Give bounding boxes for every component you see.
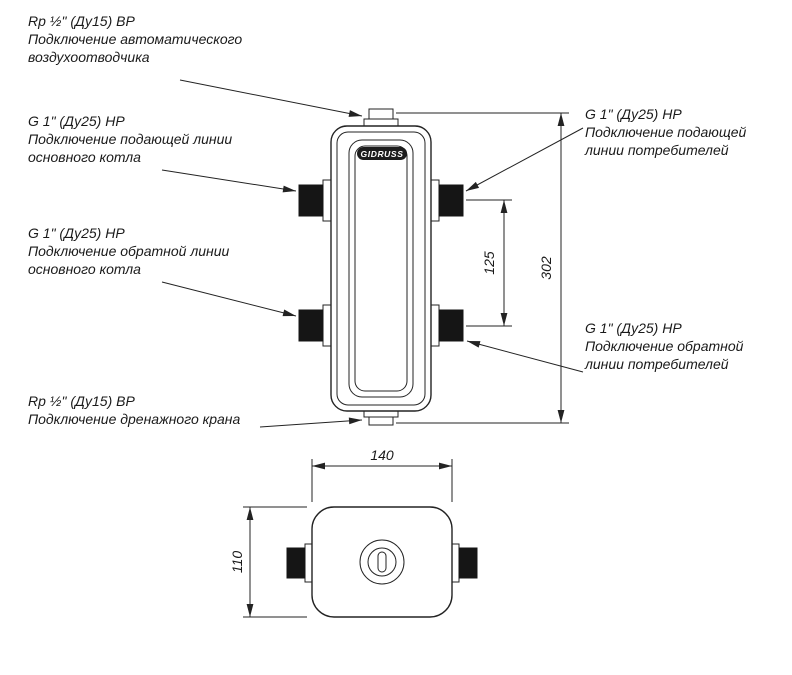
brand-badge <box>357 147 407 160</box>
label-air-vent-desc2: воздухоотводчика <box>28 49 150 65</box>
dimension-overall-width: 140 <box>311 447 453 502</box>
label-consumer-return-desc1: Подключение обратной <box>585 338 744 354</box>
leader-boiler-supply <box>161 169 297 193</box>
leader-air-vent <box>179 79 363 117</box>
dimension-value-overall-width: 140 <box>370 447 394 463</box>
leader-consumer-supply <box>465 127 584 192</box>
port-boiler-supply <box>298 184 324 217</box>
label-air-vent-desc1: Подключение автоматического <box>28 31 242 47</box>
dimension-overall-height: 302 <box>396 112 569 424</box>
leader-consumer-return <box>466 340 584 373</box>
separator-face-panel-inner <box>354 145 408 392</box>
center-port-slot <box>377 551 387 573</box>
dimension-value-overall-height: 302 <box>538 256 554 280</box>
label-boiler-return-size: G 1" (Ду25) НР <box>28 225 125 241</box>
annotation-labels: Rp ½" (Ду15) ВР Подключение автоматическ… <box>28 13 747 427</box>
dimension-value-port-spacing: 125 <box>481 251 497 275</box>
leader-boiler-return <box>161 281 297 317</box>
leader-drain <box>259 417 363 428</box>
port-consumer-supply <box>438 184 464 217</box>
dimension-port-spacing: 125 <box>466 199 512 327</box>
label-drain-size: Rp ½" (Ду15) ВР <box>28 393 135 409</box>
air-vent-stub-collar <box>363 118 399 127</box>
label-boiler-supply-size: G 1" (Ду25) НР <box>28 113 125 129</box>
dimension-overall-depth: 110 <box>229 506 307 618</box>
label-drain-desc: Подключение дренажного крана <box>28 411 241 427</box>
label-consumer-return-desc2: линии потребителей <box>584 356 729 372</box>
front-view: GIDRUSS <box>298 108 464 426</box>
dimension-value-overall-depth: 110 <box>229 551 245 574</box>
label-consumer-supply-desc1: Подключение подающей <box>585 124 747 140</box>
port-consumer-return <box>438 309 464 342</box>
label-boiler-supply-desc2: основного котла <box>28 149 141 165</box>
label-consumer-supply-desc2: линии потребителей <box>584 142 729 158</box>
label-consumer-supply-size: G 1" (Ду25) НР <box>585 106 682 122</box>
port-boiler-return <box>298 309 324 342</box>
bottom-view-port-right <box>458 547 478 579</box>
bottom-view <box>286 506 478 618</box>
label-boiler-return-desc2: основного котла <box>28 261 141 277</box>
bottom-view-port-left <box>286 547 306 579</box>
label-air-vent-size: Rp ½" (Ду15) ВР <box>28 13 135 29</box>
label-consumer-return-size: G 1" (Ду25) НР <box>585 320 682 336</box>
brand-label: GIDRUSS <box>361 149 404 159</box>
label-boiler-supply-desc1: Подключение подающей линии <box>28 131 232 147</box>
label-boiler-return-desc1: Подключение обратной линии <box>28 243 230 259</box>
